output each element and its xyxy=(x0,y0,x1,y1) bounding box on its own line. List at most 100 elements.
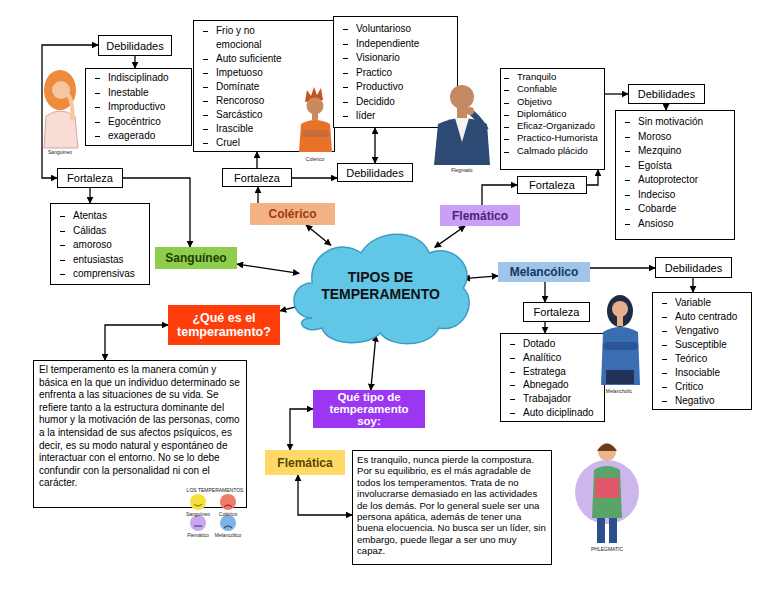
bullet-dash xyxy=(504,90,509,91)
connector-arrow xyxy=(257,187,258,203)
bullet-dash xyxy=(203,129,208,130)
item-text: Moroso xyxy=(638,131,671,142)
item-text: Improductivo xyxy=(108,101,165,112)
connector-arrow xyxy=(256,152,257,168)
item-text: Egoísta xyxy=(638,160,672,171)
item-text: Cruel xyxy=(216,137,240,148)
node-text: Fortaleza xyxy=(529,179,575,191)
item-text: Teórico xyxy=(675,353,707,364)
item-text: amoroso xyxy=(73,239,112,250)
list-item: exagerado xyxy=(108,129,187,144)
illustration-caption: Flemático xyxy=(187,532,209,538)
connector-arrow xyxy=(42,45,98,178)
list-item: Ansioso xyxy=(638,217,730,232)
node-text: Fortaleza xyxy=(234,172,280,184)
connector-arrow xyxy=(105,325,168,360)
trait-list: AtentasCálidasamorosoentusiastascomprens… xyxy=(50,203,150,285)
temperament-label: Sanguíneo xyxy=(155,247,237,269)
list-item: Negativo xyxy=(675,394,747,408)
illustration-caption: Melancólico xyxy=(215,532,241,538)
connector-arrow xyxy=(665,104,666,110)
figure-body xyxy=(592,466,622,518)
trait-list: VoluntariosoIndependienteVisionarioPract… xyxy=(333,16,458,128)
figure-hair xyxy=(44,70,76,110)
bullet-dash xyxy=(625,137,630,138)
item-text: Domínate xyxy=(216,81,259,92)
connector-arrow xyxy=(374,128,375,163)
figure-face xyxy=(612,301,628,317)
item-text: Abnegado xyxy=(523,379,569,390)
list-item: Cobarde xyxy=(638,202,730,217)
item-text: Sin motivación xyxy=(638,116,703,127)
bullet-dash xyxy=(504,139,509,140)
heading-box: Fortaleza xyxy=(222,168,292,187)
bullet-dash xyxy=(510,358,515,359)
item-text: Practico-Humorista xyxy=(517,132,598,143)
list-item: Susceptible xyxy=(675,338,747,352)
bullet-dash xyxy=(95,93,100,94)
item-text: Cobarde xyxy=(638,203,676,214)
list-item: Diplomático xyxy=(517,108,598,120)
item-text: Auto diciplinado xyxy=(523,407,594,418)
bullet-dash xyxy=(203,101,208,102)
node-text: Debilidades xyxy=(665,262,722,274)
bullet-dash xyxy=(510,385,515,386)
item-text: Insociable xyxy=(675,367,720,378)
list-item: Mezquino xyxy=(638,144,730,159)
list-item: Atentas xyxy=(73,209,145,224)
node-text: Debilidades xyxy=(638,88,695,100)
list-item: Vengativo xyxy=(675,324,747,338)
item-text: Auto suficiente xyxy=(216,53,282,64)
list-item: líder xyxy=(356,109,453,124)
question-box: ¿Qué es el temperamento? xyxy=(168,305,280,345)
description-box: Es tranquilo, nunca pierde la compostura… xyxy=(352,450,552,565)
definition-box: El temperamento es la manera común y bás… xyxy=(33,360,247,508)
list-item: Auto suficiente xyxy=(216,52,289,66)
bullet-dash xyxy=(343,29,348,30)
trait-list: VariableAuto centradoVengativoSusceptibl… xyxy=(652,292,752,410)
figure-leg xyxy=(597,515,605,543)
bullet-dash xyxy=(662,387,667,388)
list-item: Auto diciplinado xyxy=(523,406,600,420)
list-item: Abnegado xyxy=(523,378,600,392)
item-text: Practico xyxy=(356,67,392,78)
figure-neck xyxy=(56,98,65,110)
list-item: Eficaz-Organizado xyxy=(517,120,598,132)
body-text: El temperamento es la manera común y bás… xyxy=(39,364,241,490)
trait-list: Sin motivaciónMorosoMezquinoEgoístaAutop… xyxy=(615,110,735,240)
heading-box: Fortaleza xyxy=(57,168,123,188)
list-item: Practico-Humorista xyxy=(517,132,598,144)
connector-arrow xyxy=(306,225,331,245)
bullet-dash xyxy=(625,122,630,123)
figure-neck xyxy=(617,316,623,326)
bullet-dash xyxy=(625,224,630,225)
connector-arrow xyxy=(371,335,376,390)
item-text: Atentas xyxy=(73,210,107,221)
list-item: Dotado xyxy=(523,337,600,351)
item-text: Vengativo xyxy=(675,325,719,336)
list-item: Cruel xyxy=(216,136,289,150)
heading-box: Fortaleza xyxy=(523,302,590,322)
temperament-label: Colérico xyxy=(250,203,335,225)
connector-arrow xyxy=(292,177,337,178)
bullet-dash xyxy=(343,87,348,88)
bullet-dash xyxy=(343,102,348,103)
list-item: Variable xyxy=(675,296,747,310)
list-item: Confiable xyxy=(517,83,598,95)
bullet-dash xyxy=(662,331,667,332)
bullet-dash xyxy=(504,78,509,79)
item-text: Inestable xyxy=(108,87,149,98)
connector-arrow xyxy=(290,409,313,450)
node-text: Debilidades xyxy=(106,40,163,52)
illustration-caption: Colérico xyxy=(219,511,237,517)
item-text: Voluntarioso xyxy=(356,23,411,34)
item-text: Negativo xyxy=(675,395,714,406)
bullet-dash xyxy=(662,317,667,318)
list-item: Frio y no emocional xyxy=(216,24,289,52)
list-item: Objetivo xyxy=(517,96,598,108)
face-mouth xyxy=(194,526,202,527)
heading-box: Debilidades xyxy=(98,35,172,56)
item-text: Objetivo xyxy=(517,96,552,107)
item-text: Visionario xyxy=(356,52,400,63)
list-item: Trabajador xyxy=(523,392,600,406)
